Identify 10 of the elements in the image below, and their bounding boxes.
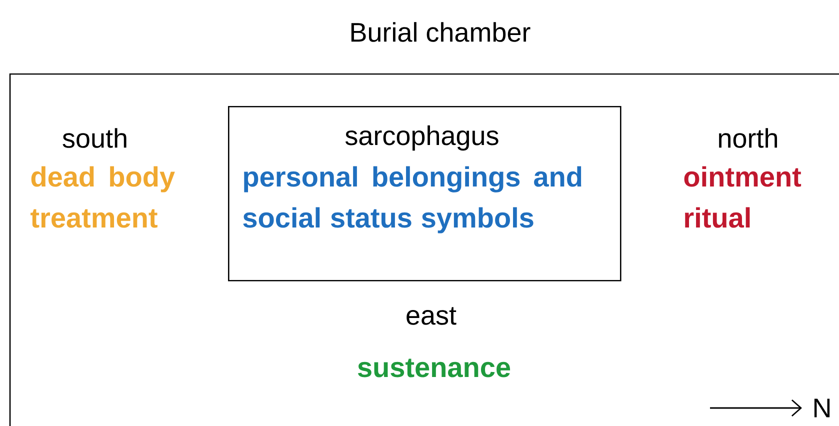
direction-label: east (406, 307, 456, 325)
chamber-title: Burial chamber (351, 22, 530, 42)
contents-label: dead body treatment (30, 166, 175, 228)
contents-label: sustenance (358, 358, 510, 378)
compass-label: N (814, 398, 830, 418)
direction-label: south (62, 128, 126, 148)
box-text: personal belongings and social status symbols (243, 166, 582, 234)
contents-label: ointment ritual (684, 166, 802, 228)
direction-label: north (719, 128, 777, 148)
box-heading: sarcophagus (345, 125, 498, 151)
